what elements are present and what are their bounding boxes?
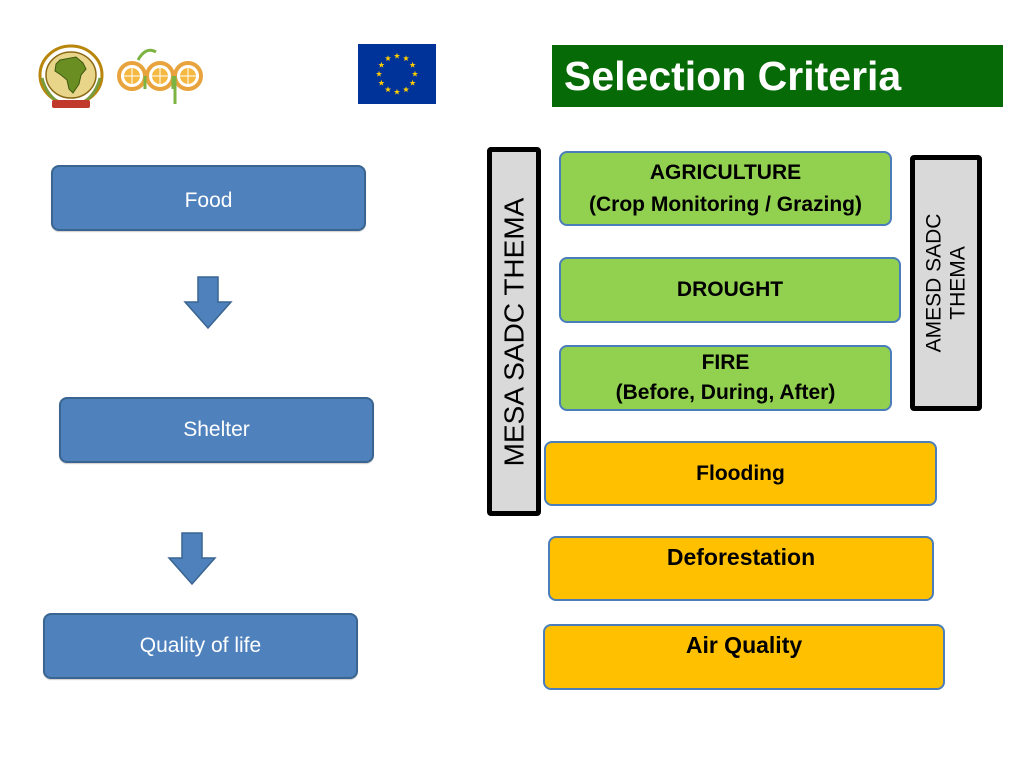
eu-star-icon: [378, 61, 385, 68]
page-title: Selection Criteria: [552, 45, 1003, 107]
criteria-agriculture: AGRICULTURE (Crop Monitoring / Grazing): [559, 151, 892, 226]
flow-box-food: Food: [51, 165, 366, 231]
flow-box-shelter: Shelter: [59, 397, 374, 463]
criteria-fire-title: FIRE: [701, 351, 750, 374]
aap-logo: [112, 42, 212, 108]
eu-star-icon: [402, 55, 410, 61]
amesd-sadc-thema-text: AMESD SADC THEMA: [922, 214, 970, 353]
eu-star-icon: [409, 61, 416, 68]
criteria-flooding-title: Flooding: [696, 461, 785, 485]
criteria-agriculture-title: AGRICULTURE: [649, 160, 802, 184]
eu-star-icon: [375, 70, 383, 77]
arrow-down-icon: [183, 276, 233, 330]
eu-star-icon: [393, 88, 401, 95]
eu-star-icon: [393, 52, 401, 59]
criteria-drought: DROUGHT: [559, 257, 901, 323]
african-union-logo: [36, 44, 106, 110]
amesd-sadc-thema-label: AMESD SADC THEMA: [910, 155, 982, 411]
mesa-sadc-thema-text: MESA SADC THEMA: [498, 197, 529, 466]
eu-star-icon: [402, 86, 410, 93]
criteria-air-quality: Air Quality: [543, 624, 945, 690]
criteria-flooding: Flooding: [544, 441, 937, 506]
criteria-air-quality-title: Air Quality: [685, 632, 803, 658]
eu-flag: [358, 44, 436, 104]
eu-star-icon: [411, 70, 419, 77]
criteria-drought-title: DROUGHT: [676, 278, 784, 301]
eu-star-icon: [384, 86, 392, 93]
mesa-sadc-thema-label: MESA SADC THEMA: [487, 147, 541, 516]
arrow-down-icon: [167, 532, 217, 586]
flow-box-quality-of-life: Quality of life: [43, 613, 358, 679]
criteria-fire: FIRE (Before, During, After): [559, 345, 892, 411]
eu-star-icon: [384, 55, 392, 61]
eu-star-icon: [378, 79, 385, 86]
amesd-line-1: AMESD SADC: [922, 213, 946, 353]
criteria-deforestation-title: Deforestation: [666, 544, 816, 570]
criteria-agriculture-subtitle: (Crop Monitoring / Grazing): [589, 192, 862, 216]
amesd-line-2: THEMA: [946, 246, 970, 320]
criteria-fire-subtitle: (Before, During, After): [615, 381, 836, 404]
criteria-deforestation: Deforestation: [548, 536, 934, 601]
eu-star-icon: [409, 79, 416, 86]
